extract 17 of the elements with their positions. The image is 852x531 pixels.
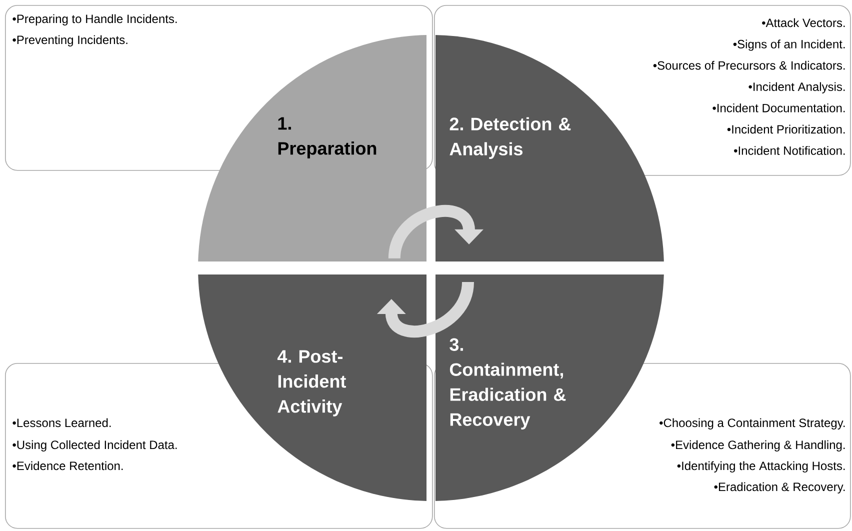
bullet-item: •Using Collected Incident Data.	[12, 440, 177, 452]
quadrant-sector: 1. Preparation	[198, 35, 426, 262]
bullet-item: •Incident Prioritization.	[727, 124, 845, 134]
bullet-item: •Preventing Incidents.	[12, 35, 128, 46]
quadrant-sector: 4. Post-Incident Activity	[198, 274, 426, 501]
bullet-item: •Preparing to Handle Incidents.	[12, 14, 177, 26]
bullet-item: •Signs of an Incident.	[733, 40, 845, 51]
curved-arrow	[376, 281, 474, 338]
bullet-item: •Evidence Gathering & Handling.	[671, 440, 845, 452]
bullet-item: •Evidence Retention.	[12, 461, 123, 470]
bullet-item: •Attack Vectors.	[762, 18, 845, 28]
bullet-item: •Identifying the Attacking Hosts.	[677, 461, 845, 472]
bullet-item: •Incident Notification.	[734, 146, 845, 155]
bullet-item: •Incident Analysis.	[748, 82, 845, 94]
bullet-item: •Lessons Learned.	[12, 418, 111, 428]
bullet-item: •Eradication & Recovery.	[714, 482, 845, 494]
bullet-item: •Incident Documentation.	[712, 104, 845, 112]
